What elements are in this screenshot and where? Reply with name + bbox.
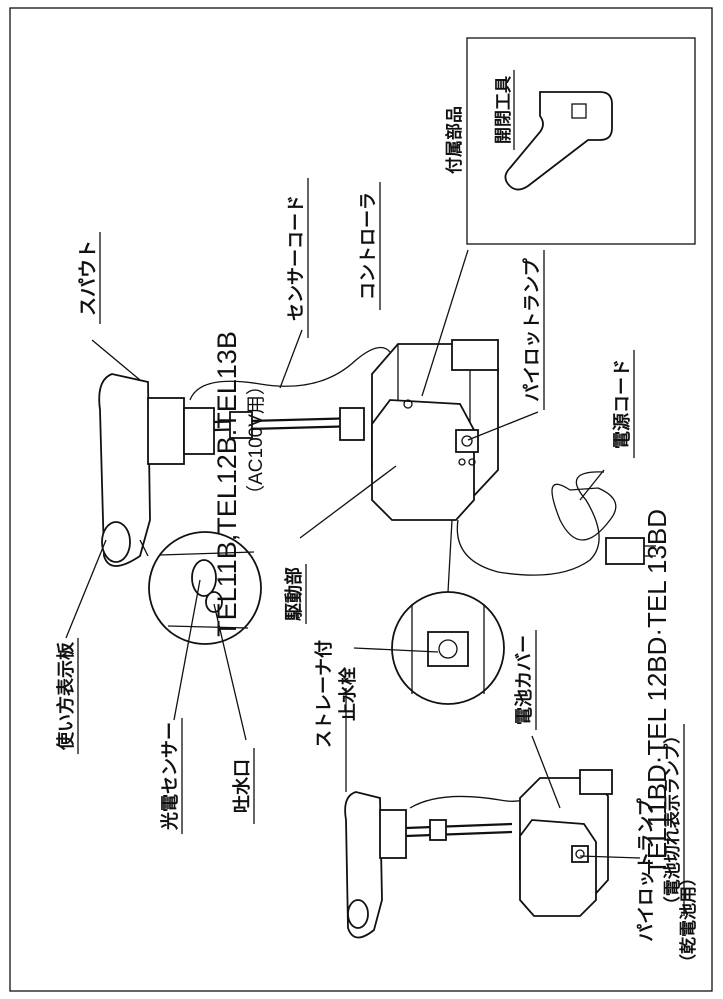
- label-strainer-valve-line2: 止水栓: [337, 667, 359, 721]
- label-drive-unit-g: 駆動部: [283, 564, 307, 624]
- label-water-outlet: 吐水口: [231, 759, 253, 813]
- accessories-box: [466, 37, 696, 245]
- sensor-detail-circle: [139, 531, 262, 645]
- title-battery-power: （乾電池用）: [678, 869, 699, 971]
- spout-collar: [147, 397, 185, 465]
- accessories-item-g: 開閉工具: [494, 70, 515, 150]
- stop-valve-icon: [427, 631, 469, 667]
- leader-lines: [65, 249, 641, 859]
- pilot-lamp-indicator: [455, 429, 479, 453]
- spout: [98, 373, 151, 567]
- label-photo-sensor-g: 光電センサー: [159, 718, 183, 834]
- label-spout-g: スパウト: [77, 232, 101, 324]
- power-plug: [605, 537, 645, 565]
- outer-frame: [9, 7, 713, 992]
- label-power-cord: 電源コード: [611, 359, 633, 449]
- label-pilot-lamp-battery-line2: （電池切れ表示ランプ）: [662, 727, 683, 914]
- title-main-g: TEL11B,TEL12B.TEL13B: [212, 331, 242, 637]
- drive-unit-box: [371, 399, 475, 521]
- label-pilot-lamp-battery-g: パイロットランプ: [635, 797, 657, 941]
- label-usage-plate: 使い方表示板: [55, 641, 77, 751]
- water-outlet-icon: [205, 591, 223, 613]
- accessories-heading: 付属部品: [444, 106, 465, 174]
- label-controller: コントローラ: [358, 192, 379, 300]
- title-battery-power-g: （乾電池用）: [678, 869, 699, 971]
- label-strainer-valve-g: ストレーナ付 止水栓: [313, 640, 359, 748]
- label-sensor-cord: センサーコード: [286, 195, 307, 321]
- photo-sensor-icon: [191, 559, 217, 597]
- usage-plate-oval: [101, 521, 131, 563]
- opening-tool-hole: [571, 103, 587, 119]
- label-battery-cover-g: 電池カバー: [513, 630, 537, 730]
- label-spout: スパウト: [77, 240, 99, 316]
- label-drive-unit: 駆動部: [283, 567, 305, 621]
- label-battery-cover: 電池カバー: [513, 635, 535, 725]
- label-pilot-lamp: パイロットランプ: [521, 257, 543, 401]
- opening-tool-icon: [504, 91, 613, 191]
- battery-pilot-lamp: [571, 845, 589, 863]
- title-main-power: （AC100V用）: [245, 376, 267, 504]
- main-assembly: [98, 339, 656, 576]
- controller-bracket: [451, 339, 499, 371]
- title-battery-models: TEL11BD·TEL 12BD·TEL 13BD: [642, 509, 672, 875]
- label-usage-plate-g: 使い方表示板: [55, 638, 79, 754]
- title-battery-g: TEL11BD·TEL 12BD·TEL 13BD: [642, 509, 672, 875]
- accessories-heading-g: 付属部品: [444, 106, 465, 174]
- label-water-outlet-g: 吐水口: [231, 748, 255, 824]
- label-sensor-cord-g: センサーコード: [286, 178, 309, 338]
- power-cord-line: [456, 471, 605, 576]
- sensor-cord-line: [189, 346, 391, 401]
- title-main-power-g: （AC100V用）: [245, 376, 267, 504]
- label-power-cord-g: 電源コード: [611, 350, 635, 458]
- label-pilot-lamp-g: パイロットランプ: [521, 250, 545, 410]
- accessories-item-label: 開閉工具: [494, 76, 514, 144]
- battery-assembly: [344, 769, 613, 939]
- label-photo-sensor: 光電センサー: [159, 722, 181, 831]
- title-main-models: TEL11B,TEL12B.TEL13B: [212, 331, 242, 637]
- label-pilot-lamp-battery-line1: パイロットランプ: [635, 797, 657, 941]
- label-strainer-valve-line1: ストレーナ付: [313, 640, 335, 748]
- label-pilot-lamp-battery2-g: （電池切れ表示ランプ）: [662, 724, 685, 916]
- valve-detail-circle: [391, 519, 505, 705]
- coupling-nut: [339, 407, 365, 441]
- label-controller-g: コントローラ: [358, 182, 381, 310]
